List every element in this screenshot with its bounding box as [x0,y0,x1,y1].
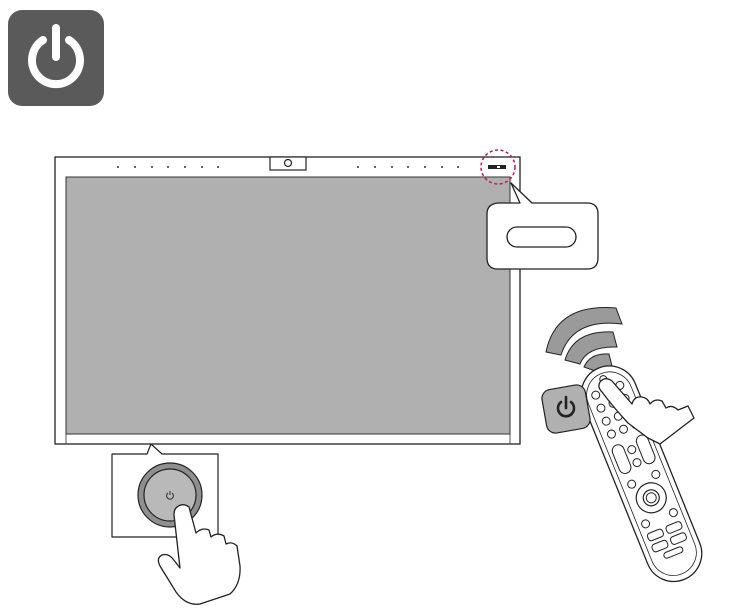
power-icon [166,491,174,500]
remote-body-inner [586,371,697,576]
indicator-callout [486,182,599,270]
power-icon [8,10,104,106]
power-icon [541,384,591,434]
indicator-highlight-circle [480,149,516,185]
remote-lower-buttons [641,508,688,559]
remote-ok-button [642,489,660,507]
remote-volume-rocker [611,444,632,474]
tv-screen [65,176,511,435]
tv-top-dots-left [117,166,219,168]
remote-mid-buttons [627,469,661,489]
remote-home-button [632,458,642,468]
pointing-hand-icon [157,504,241,605]
tv-set [54,149,521,445]
hand-pressing-remote [598,378,695,445]
remote-control [541,365,703,583]
status-indicator-icon [488,165,506,169]
ir-sensor-icon [269,156,307,171]
power-icon-arc [28,36,84,89]
wireless-signal-icon [545,307,623,373]
callout-bubble [486,182,599,270]
tv-top-dots-right [357,166,459,168]
joystick-button-callout [111,443,219,538]
remote-mute-button [627,445,637,455]
callout-indicator-bar [506,226,577,248]
hand-pressing-joystick [157,504,241,605]
remote-channel-rocker [635,434,656,465]
pointing-hand-icon [598,378,695,445]
remote-ok-button-inner [645,492,657,504]
